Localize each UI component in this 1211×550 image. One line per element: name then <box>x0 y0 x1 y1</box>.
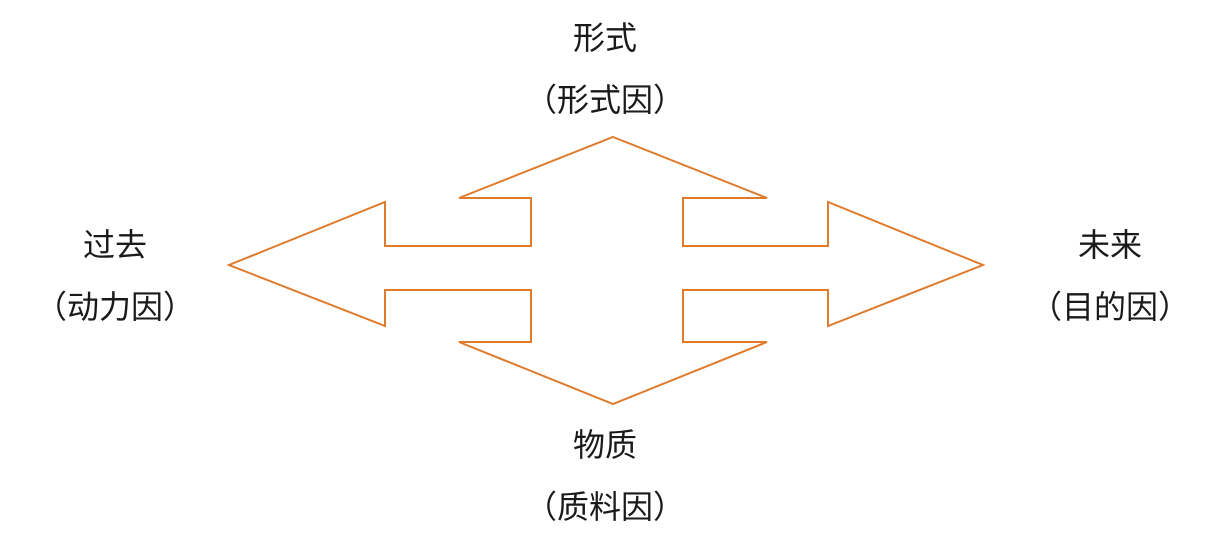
label-past: 过去 （动力因） <box>0 225 235 327</box>
label-form: 形式 （形式因） <box>485 18 725 120</box>
label-matter-subtitle: （质料因） <box>524 488 685 526</box>
four-way-arrow-outline <box>226 135 986 406</box>
label-past-title: 过去 <box>82 226 147 264</box>
label-matter-title: 物质 <box>572 426 637 464</box>
label-form-title: 形式 <box>572 19 637 57</box>
label-past-subtitle: （动力因） <box>34 288 195 326</box>
label-future-subtitle: （目的因） <box>1029 288 1190 326</box>
label-matter: 物质 （质料因） <box>485 425 725 527</box>
label-form-subtitle: （形式因） <box>524 81 685 119</box>
label-future-title: 未来 <box>1077 226 1142 264</box>
label-future: 未来 （目的因） <box>990 225 1211 327</box>
